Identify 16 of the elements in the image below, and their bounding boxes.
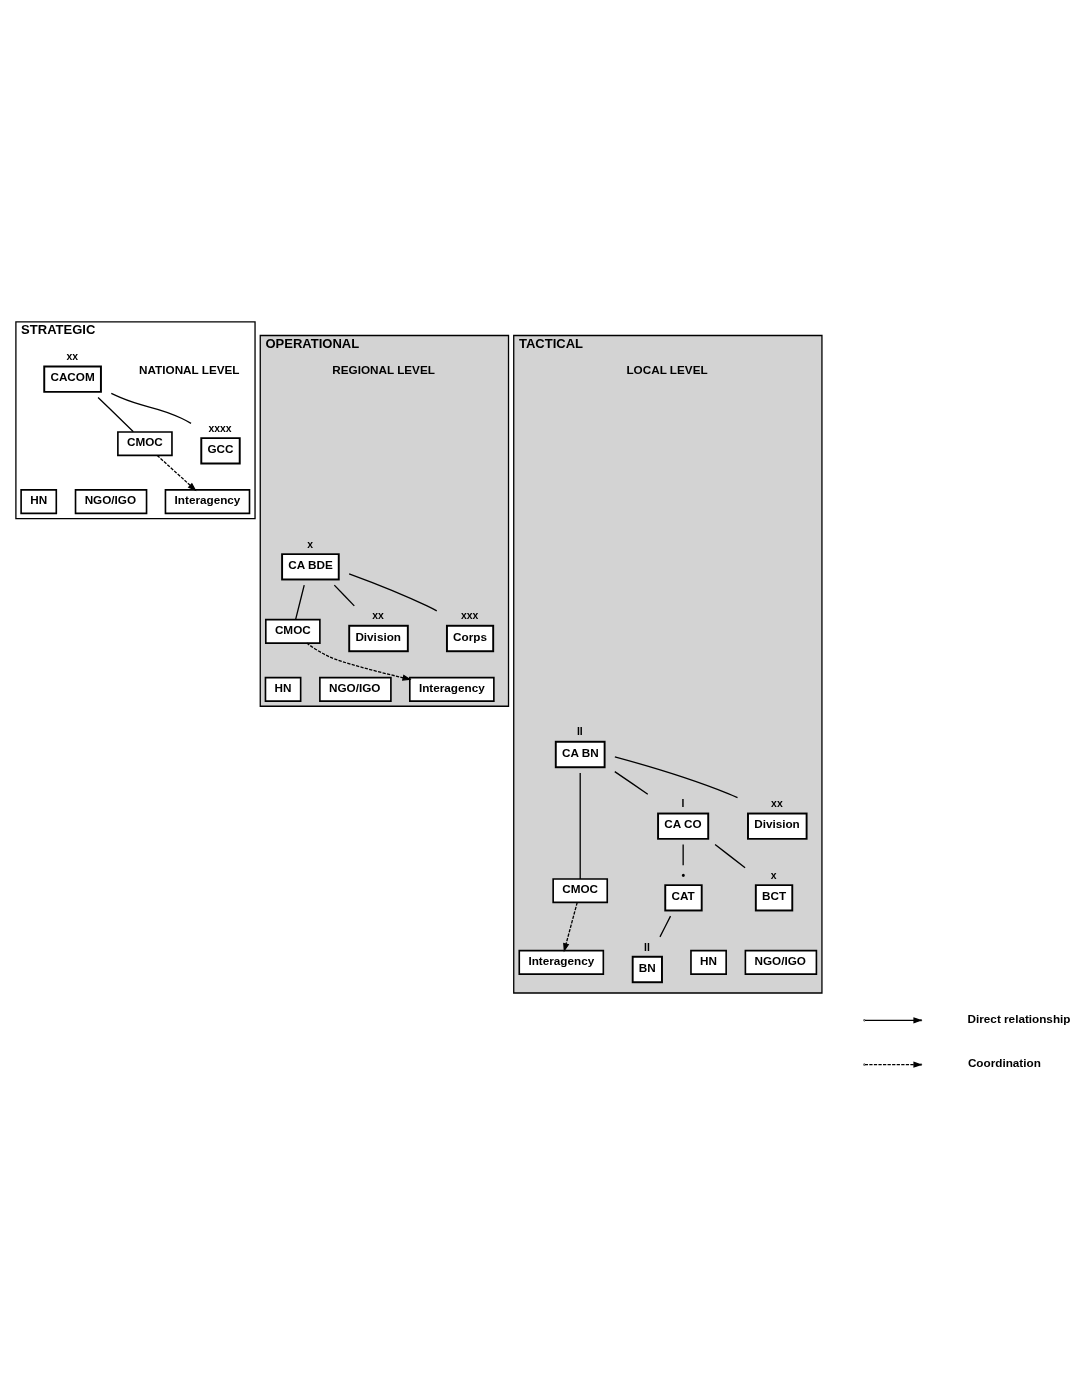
node-label: xx (771, 798, 783, 810)
node-label: II (644, 941, 650, 953)
node-label: II (576, 726, 583, 738)
node-label: • (681, 869, 686, 881)
label: LOCAL LEVEL (626, 363, 708, 377)
legend-label: Coordination (967, 1055, 1041, 1069)
node-label: xx (66, 351, 78, 363)
node-label: x (770, 869, 777, 881)
label: NATIONAL LEVEL (139, 363, 240, 377)
node-label: xxx (460, 610, 479, 622)
node-label: x (307, 538, 313, 550)
node-label: I (681, 798, 685, 810)
node-label: xx (372, 610, 384, 622)
legend-label: Direct relationship (967, 1011, 1071, 1025)
label: REGIONAL LEVEL (332, 363, 435, 377)
node-label: xxxx (208, 422, 232, 434)
